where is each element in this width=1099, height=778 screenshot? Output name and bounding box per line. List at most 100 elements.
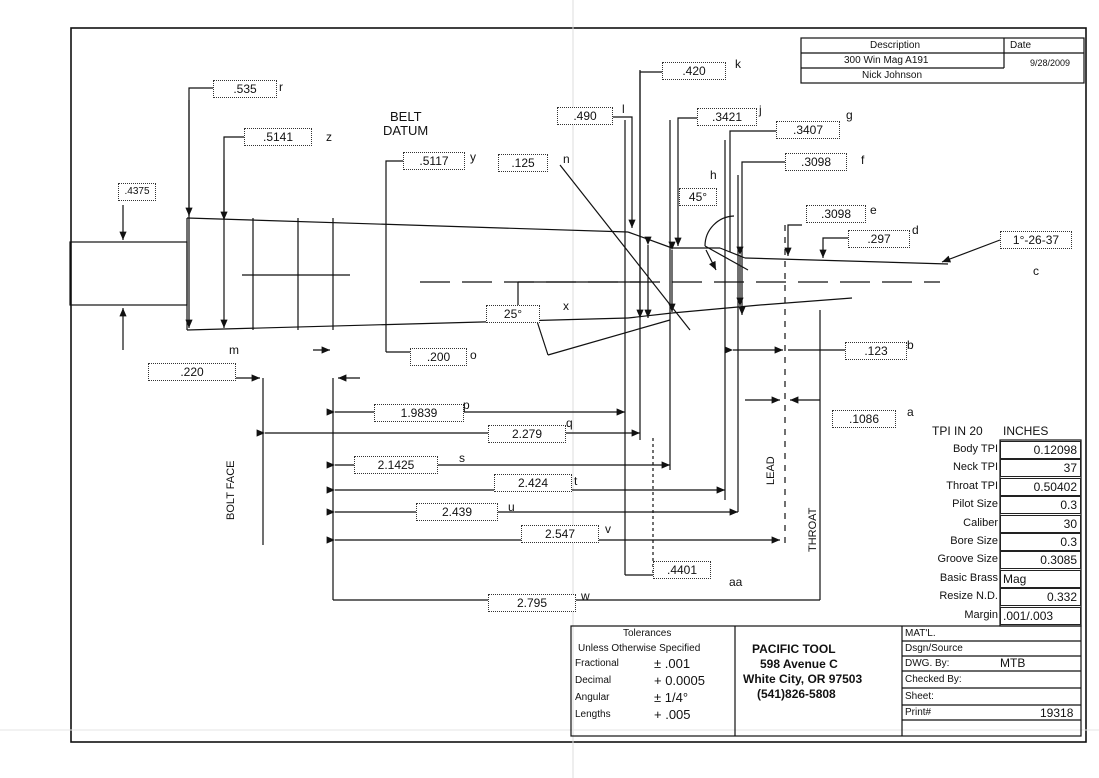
dim-letter-w: w: [581, 589, 590, 603]
tolerance-label: Angular: [575, 692, 610, 703]
dim-letter-f: f: [861, 153, 865, 167]
tpi-row-label: Margin: [964, 608, 998, 621]
dim-box-s: 2.1425: [354, 456, 438, 474]
dim-box-r: .535: [213, 80, 277, 98]
dim-letter-e: e: [870, 203, 877, 217]
tpi-row-label: Throat TPI: [946, 479, 998, 492]
tpi-unit: INCHES: [1003, 424, 1049, 438]
dim-box-c: 1°-26-37: [1000, 231, 1072, 249]
bolt-face-label: BOLT FACE: [225, 460, 237, 520]
throat-label: THROAT: [807, 507, 819, 552]
dim-box-v: 2.547: [521, 525, 599, 543]
dim-letter-l: l: [622, 102, 625, 116]
dim-letter-s: s: [459, 451, 465, 465]
dim-box-q: 2.279: [488, 425, 566, 443]
company-address1: 598 Avenue C: [760, 657, 838, 671]
dim-box-z: .5141: [244, 128, 312, 146]
tpi-row-label: Bore Size: [950, 535, 998, 547]
dim-box-o: .200: [410, 348, 467, 366]
tpi-row-value: 37: [1000, 459, 1081, 478]
dim-box-g: .3407: [776, 121, 840, 139]
company-name: PACIFIC TOOL: [752, 642, 836, 656]
dim-letter-y: y: [470, 150, 476, 164]
dim-letter-h: h: [710, 168, 717, 182]
tpi-row-label: Pilot Size: [952, 498, 998, 511]
dim-letter-c: c: [1033, 264, 1039, 278]
dim-letter-z: z: [326, 130, 332, 144]
dim-box-u: 2.439: [416, 503, 498, 521]
tolerance-label: Lengths: [575, 709, 611, 720]
dim-letter-q: q: [566, 416, 573, 430]
header-description: Description: [870, 40, 921, 51]
dim-box-b: .123: [845, 342, 907, 360]
dim-letter-g: g: [846, 108, 853, 122]
dim-letter-n: n: [563, 152, 570, 166]
dim-letter-p: p: [463, 398, 470, 412]
title-author: Nick Johnson: [862, 70, 923, 81]
tpi-row-label: Basic Brass: [939, 571, 998, 584]
dim-box-n: .125: [498, 154, 548, 172]
dim-letter-x: x: [563, 299, 569, 313]
dim-box-j: .3421: [697, 108, 757, 126]
tpi-row-value: 0.50402: [1000, 477, 1081, 496]
dim-letter-j: j: [759, 103, 762, 117]
signoff-print-label: Print#: [905, 707, 932, 718]
lead-label: LEAD: [765, 456, 777, 485]
tolerance-value: ± .001: [654, 656, 691, 671]
signoff-dsgn: Dsgn/Source: [905, 643, 963, 654]
dim-letter-d: d: [912, 223, 919, 237]
title-block: [800, 37, 1085, 84]
signoff-print-no: 19318: [1040, 706, 1074, 720]
signoff-checked: Checked By:: [905, 674, 962, 685]
tpi-row-value: 0.332: [1000, 588, 1081, 607]
tpi-row-label: Resize N.D.: [939, 590, 998, 603]
dim-box-aa: .4401: [653, 561, 711, 579]
tolerance-label: Decimal: [575, 675, 612, 686]
tpi-row-label: Groove Size: [937, 553, 998, 566]
dim-letter-u: u: [508, 500, 515, 514]
dim-box-4375: .4375: [118, 183, 156, 201]
company-phone: (541)826-5808: [757, 687, 836, 701]
dim-letter-v: v: [605, 522, 611, 536]
dim-box-y: .5117: [403, 152, 465, 170]
tpi-row-value: 0.12098: [1000, 441, 1081, 459]
dim-letter-m: m: [229, 343, 239, 357]
bottom-title-block: [570, 625, 1082, 737]
tolerance-value: + 0.0005: [654, 673, 705, 688]
tpi-row-label: Neck TPI: [952, 461, 998, 474]
sheet-frame: [70, 27, 1087, 743]
tpi-row-value: 30: [1000, 514, 1081, 533]
tpi-row-value: 0.3: [1000, 496, 1081, 515]
tpi-row-value: 0.3085: [1000, 551, 1081, 570]
dim-letter-k: k: [735, 57, 741, 71]
dim-box-l: .490: [557, 107, 613, 125]
belt-datum-label-2: DATUM: [383, 123, 429, 138]
dim-box-h: 45°: [679, 188, 717, 206]
tolerance-value: + .005: [654, 707, 691, 722]
dim-letter-r: r: [279, 80, 283, 94]
dim-box-f: .3098: [785, 153, 847, 171]
dim-letter-b: b: [907, 338, 914, 352]
dim-box-e: .3098: [806, 205, 866, 223]
tolerances-subtitle: Unless Otherwise Specified: [578, 643, 701, 654]
title-date: 9/28/2009: [1030, 58, 1071, 68]
signoff-dwg-label: DWG. By:: [905, 658, 950, 669]
tpi-row-label: Caliber: [963, 516, 998, 529]
dim-box-m: .220: [148, 363, 236, 381]
dim-box-x: 25°: [486, 305, 540, 323]
dim-box-p: 1.9839: [374, 404, 464, 422]
dim-box-a: .1086: [832, 410, 896, 428]
belt-datum-label-1: BELT: [390, 109, 422, 124]
signoff-matl: MAT'L.: [905, 628, 936, 639]
tpi-title: TPI IN 20: [932, 424, 983, 438]
dim-box-d: .297: [848, 230, 910, 248]
dim-box-t: 2.424: [494, 474, 572, 492]
signoff-dwg-by: MTB: [1000, 656, 1026, 670]
company-address2: White City, OR 97503: [743, 672, 863, 686]
tpi-row-label: Body TPI: [952, 443, 998, 455]
dim-letter-aa: aa: [729, 575, 743, 589]
dim-box-k: .420: [662, 62, 726, 80]
tolerance-label: Fractional: [575, 658, 619, 669]
